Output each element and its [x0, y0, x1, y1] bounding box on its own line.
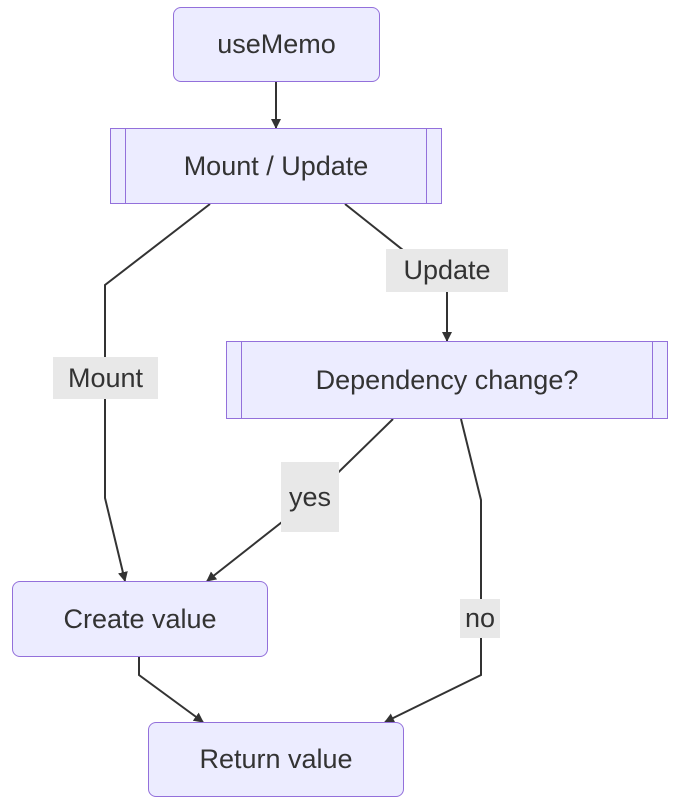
subroutine-bar-left [125, 129, 126, 203]
subroutine-bar-right [652, 342, 653, 418]
node-return-value-label: Return value [199, 744, 353, 774]
subroutine-bar-right [426, 129, 427, 203]
node-create-value: Create value [12, 581, 268, 657]
node-mount-update-label: Mount / Update [183, 150, 369, 181]
node-return-value: Return value [148, 722, 404, 797]
edge-label-yes: yes [281, 462, 339, 532]
edge-dependency-change-to-return-value [384, 418, 482, 723]
node-dependency-change: Dependency change? [226, 341, 668, 419]
subroutine-bar-left [241, 342, 242, 418]
edge-create-value-to-return-value [138, 657, 204, 723]
edge-label-no: no [460, 599, 500, 638]
node-usememo: useMemo [173, 7, 380, 82]
edge-label-mount: Mount [53, 357, 158, 399]
node-usememo-label: useMemo [217, 29, 336, 59]
edge-label-update: Update [386, 249, 508, 292]
node-mount-update: Mount / Update [110, 128, 442, 204]
node-create-value-label: Create value [63, 603, 217, 634]
node-dependency-change-label: Dependency change? [315, 364, 579, 395]
